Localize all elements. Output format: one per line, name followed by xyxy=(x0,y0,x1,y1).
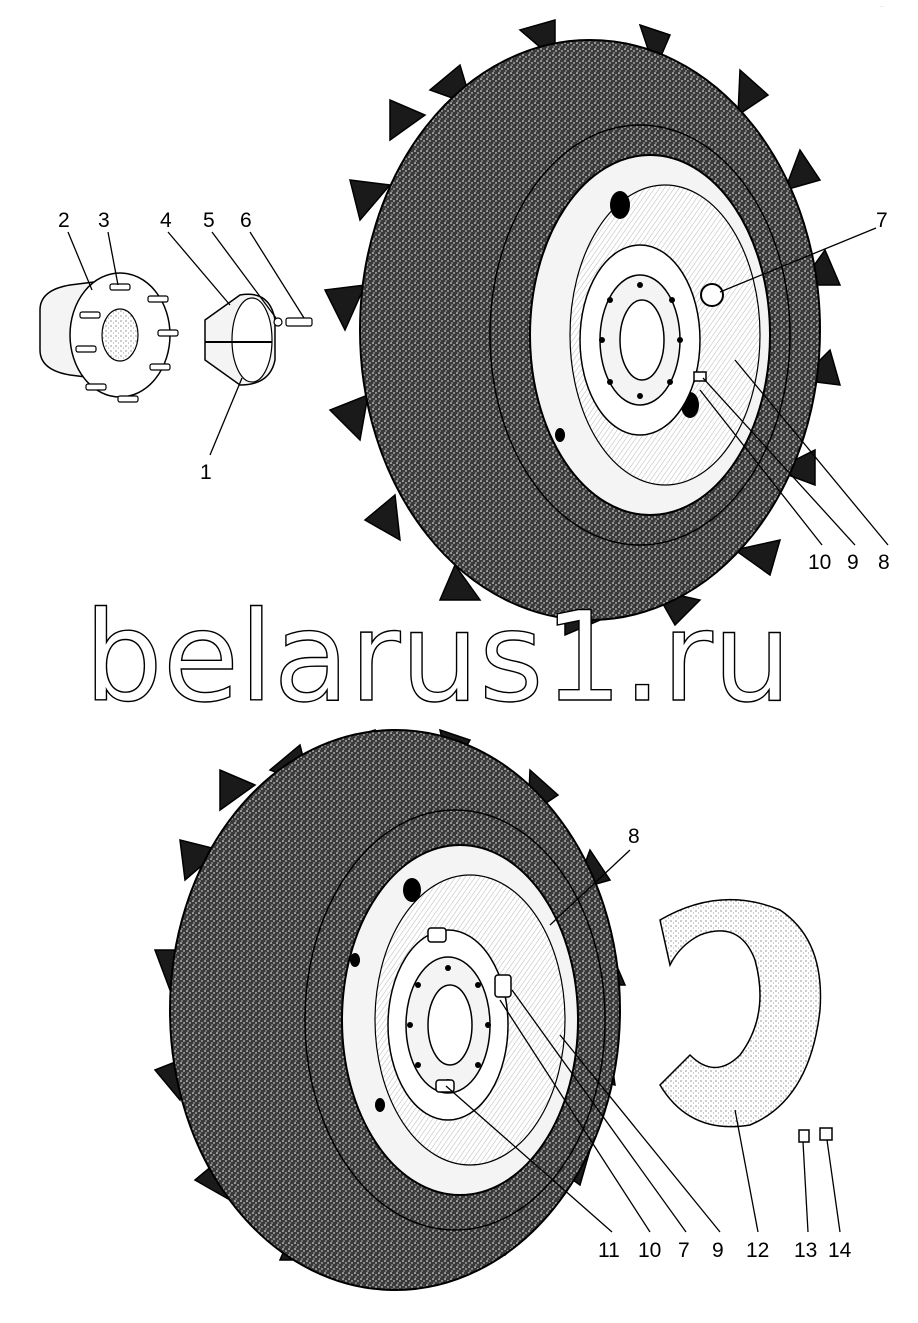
nut-14 xyxy=(819,1127,833,1141)
top-wheel xyxy=(323,19,842,637)
watermark-text: belarus1.ru xyxy=(84,586,792,730)
hub-bore-2 xyxy=(101,308,139,362)
callout-6: 6 xyxy=(240,209,252,232)
bottom-wheel-centre-bore xyxy=(427,984,473,1066)
washer-5 xyxy=(273,317,283,327)
nut-13 xyxy=(798,1129,810,1143)
top-wheel-centre-bore xyxy=(619,299,665,381)
callout-7-lower: 7 xyxy=(678,1239,690,1262)
callout-2: 2 xyxy=(58,209,70,232)
callout-8-lower: 8 xyxy=(628,825,640,848)
leader-lines xyxy=(67,227,889,1233)
callout-8: 8 xyxy=(878,551,890,574)
bottom-wheel-rim-slots xyxy=(350,878,421,1112)
callout-13: 13 xyxy=(794,1239,818,1262)
callout-5: 5 xyxy=(203,209,215,232)
hub-assembly xyxy=(39,272,313,403)
callout-10-lower: 10 xyxy=(638,1239,662,1262)
callout-12: 12 xyxy=(746,1239,770,1262)
top-wheel-bolt-10 xyxy=(693,371,707,382)
callout-3: 3 xyxy=(98,209,110,232)
bolt-6 xyxy=(285,317,313,327)
top-wheel-stud-holes xyxy=(599,282,683,399)
split-cone-face-1 xyxy=(231,297,273,383)
callout-14: 14 xyxy=(828,1239,852,1262)
callout-9-lower: 9 xyxy=(712,1239,724,1262)
callout-9: 9 xyxy=(847,551,859,574)
callout-7: 7 xyxy=(876,209,888,232)
callout-11: 11 xyxy=(598,1239,620,1262)
hub-studs-3 xyxy=(75,283,179,403)
ballast-weight-12 xyxy=(659,898,822,1128)
corner-mark: ·· xyxy=(880,4,884,11)
callout-10: 10 xyxy=(808,551,832,574)
callout-4: 4 xyxy=(160,209,172,232)
callout-1: 1 xyxy=(200,461,212,484)
top-wheel-valve xyxy=(700,283,724,307)
bottom-wheel xyxy=(153,728,627,1291)
